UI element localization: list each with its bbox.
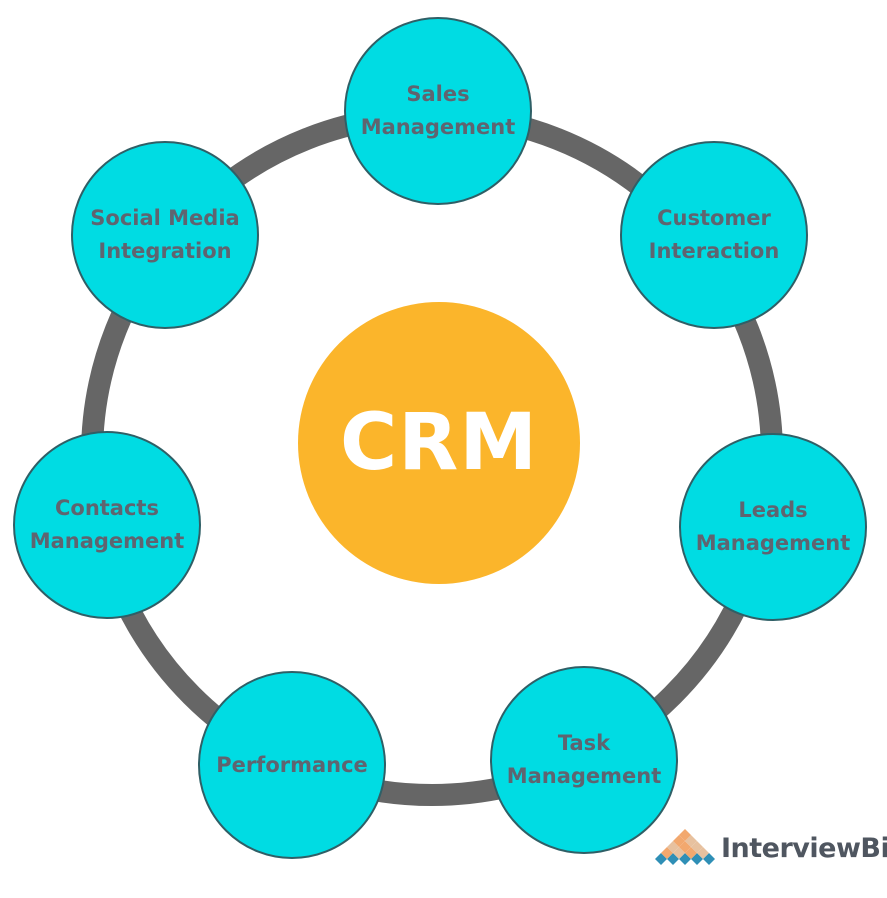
- interviewbit-logo-icon: [649, 827, 715, 869]
- node-label-sales-management: Sales Management: [360, 82, 516, 139]
- node-performance: Performance: [198, 671, 386, 859]
- node-label-performance: Performance: [216, 752, 368, 777]
- node-leads-management: Leads Management: [679, 433, 867, 621]
- node-social-media-integration: Social Media Integration: [71, 141, 259, 329]
- node-label-social-media-integration: Social Media Integration: [90, 206, 240, 263]
- node-task-management: Task Management: [490, 666, 678, 854]
- node-label-contacts-management: Contacts Management: [29, 496, 185, 553]
- node-customer-interaction: Customer Interaction: [620, 141, 808, 329]
- node-contacts-management: Contacts Management: [13, 431, 201, 619]
- interviewbit-logo-text: InterviewBit: [721, 832, 887, 864]
- crm-center-circle: CRM: [298, 302, 580, 584]
- node-sales-management: Sales Management: [344, 17, 532, 205]
- crm-center-label: CRM: [340, 398, 538, 488]
- interviewbit-logo: InterviewBit: [649, 827, 887, 869]
- node-label-customer-interaction: Customer Interaction: [648, 206, 780, 263]
- node-label-task-management: Task Management: [506, 731, 662, 788]
- node-label-leads-management: Leads Management: [695, 498, 851, 555]
